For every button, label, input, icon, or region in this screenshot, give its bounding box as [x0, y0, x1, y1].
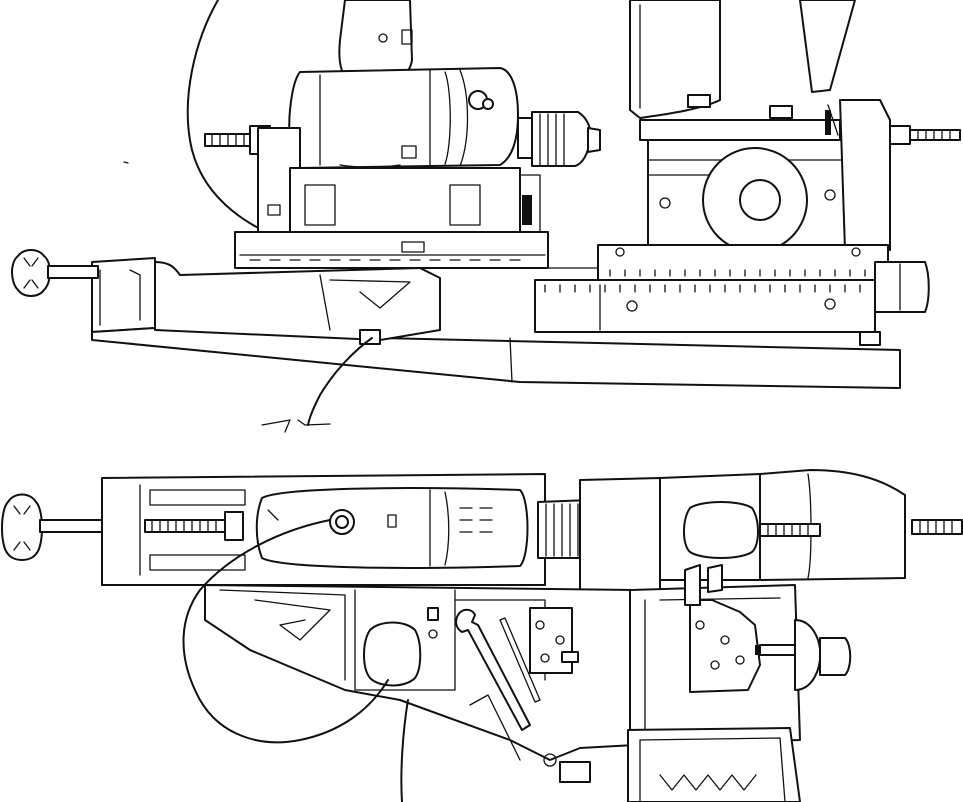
allen-key-icon [499, 617, 541, 703]
right-column-plan [579, 469, 963, 591]
drill-motor-body [288, 67, 519, 169]
drill-body-plan [255, 487, 529, 569]
power-cord-plan [182, 519, 389, 744]
power-cord-lower [307, 337, 373, 426]
table-with-scale [534, 244, 930, 346]
plan-view [1, 469, 963, 802]
handwheel-crank-plate [543, 727, 801, 802]
lower-slide-block [234, 231, 549, 269]
scale-ticks-lower [544, 284, 861, 293]
cross-slide-vise [629, 0, 961, 253]
machine-base-bed [91, 257, 901, 389]
feed-knob-left-bottom [1, 493, 103, 561]
drill-chuck-top [517, 111, 601, 167]
clamp-plate-plan [529, 607, 579, 674]
drill-clamp-bracket [257, 127, 541, 236]
wrench-icon [455, 608, 531, 731]
cord-end-scribble [261, 419, 331, 433]
stray-mark [123, 161, 129, 164]
feed-knob-left-top [11, 249, 99, 297]
scale-ticks-upper [609, 269, 866, 277]
side-elevation-view [11, 0, 961, 433]
vise-plan [629, 564, 852, 746]
